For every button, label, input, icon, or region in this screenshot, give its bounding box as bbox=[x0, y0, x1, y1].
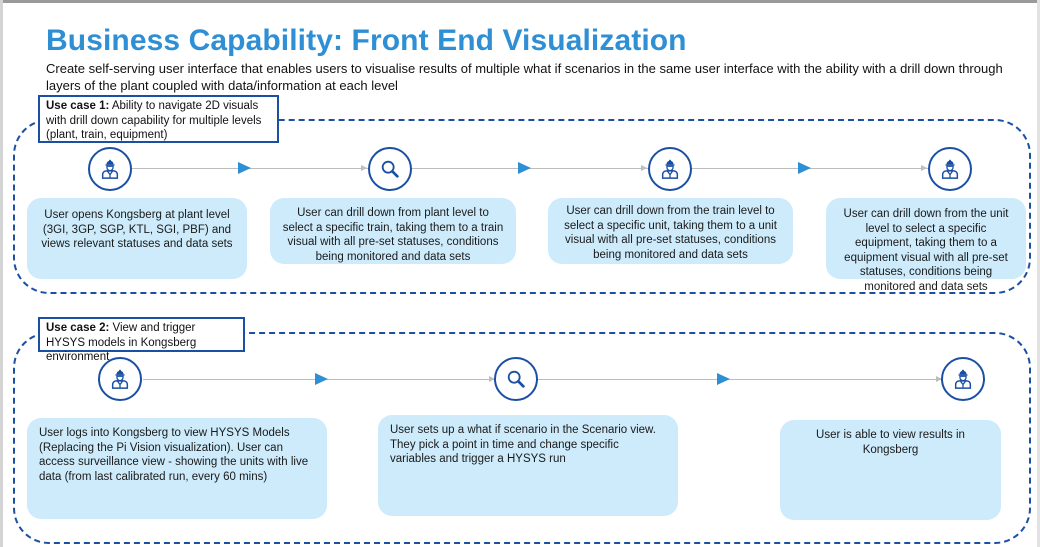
page-subtitle: Create self-serving user interface that … bbox=[46, 61, 1003, 93]
arrow-tip-icon bbox=[641, 165, 647, 171]
use-case-1-flow-line bbox=[132, 168, 950, 169]
page-title: Business Capability: Front End Visualiza… bbox=[46, 24, 687, 57]
page-frame-top bbox=[0, 0, 1040, 3]
use-case-1-step-1-card: User opens Kongsberg at plant level (3GI… bbox=[27, 198, 247, 279]
use-case-2-label-text: View and trigger HYSYS models in Kongsbe… bbox=[46, 322, 197, 363]
worker-icon bbox=[648, 147, 692, 191]
worker-icon bbox=[88, 147, 132, 191]
use-case-2-step-1-card: User logs into Kongsberg to view HYSYS M… bbox=[27, 418, 327, 519]
use-case-2-step-2-card: User sets up a what if scenario in the S… bbox=[378, 415, 678, 516]
use-case-1-step-4-card: User can drill down from the unit level … bbox=[826, 198, 1026, 293]
use-case-2-label-bold: Use case 2: bbox=[46, 322, 110, 334]
arrow-tip-icon bbox=[921, 165, 927, 171]
use-case-1-step-2-card: User can drill down from plant level to … bbox=[270, 198, 516, 264]
use-case-1-container bbox=[13, 119, 1031, 294]
arrow-tip-icon bbox=[361, 165, 367, 171]
worker-icon bbox=[928, 147, 972, 191]
use-case-2-container bbox=[13, 332, 1031, 544]
use-case-1-label-bold: Use case 1: bbox=[46, 100, 110, 112]
use-case-2-flow-line bbox=[143, 379, 943, 380]
flow-arrow-icon bbox=[238, 162, 251, 174]
flow-arrow-icon bbox=[315, 373, 328, 385]
use-case-1-label: Use case 1: Ability to navigate 2D visua… bbox=[38, 95, 279, 143]
arrow-tip-icon bbox=[936, 376, 942, 382]
page-frame-left bbox=[0, 0, 3, 547]
worker-icon bbox=[98, 357, 142, 401]
flow-arrow-icon bbox=[798, 162, 811, 174]
flow-arrow-icon bbox=[717, 373, 730, 385]
flow-arrow-icon bbox=[518, 162, 531, 174]
use-case-1-label-text: Ability to navigate 2D visuals with dril… bbox=[46, 100, 262, 141]
search-icon bbox=[494, 357, 538, 401]
use-case-1-step-3-card: User can drill down from the train level… bbox=[548, 198, 793, 264]
worker-icon bbox=[941, 357, 985, 401]
use-case-2-step-3-card: User is able to view results in Kongsber… bbox=[780, 420, 1001, 520]
arrow-tip-icon bbox=[489, 376, 495, 382]
page-frame-right bbox=[1037, 0, 1040, 547]
use-case-2-label: Use case 2: View and trigger HYSYS model… bbox=[38, 317, 245, 363]
search-icon bbox=[368, 147, 412, 191]
